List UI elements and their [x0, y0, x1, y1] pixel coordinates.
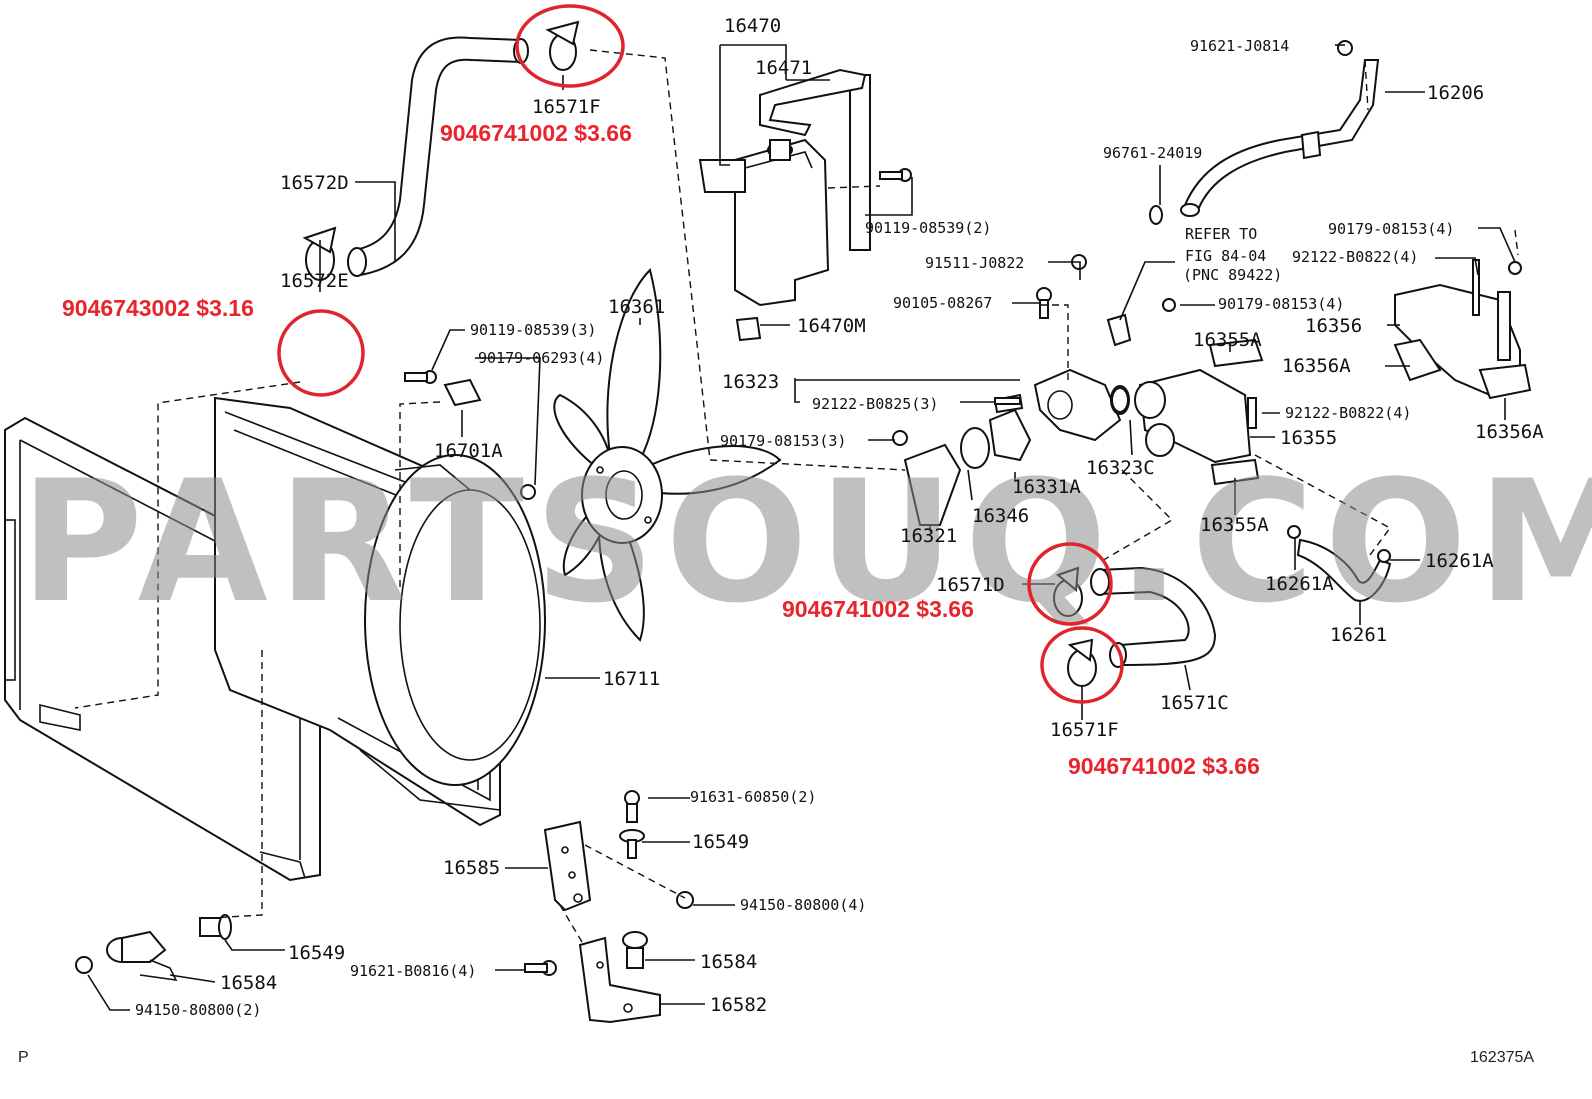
label-16323: 16323: [722, 371, 779, 393]
hose-end-bottom: [347, 247, 367, 277]
label-16549-bottom: 16549: [288, 942, 345, 964]
hose-clamp-top: [545, 20, 580, 71]
highlight-clamp-top: [515, 4, 625, 88]
label-refer-pnc: (PNC 89422): [1183, 266, 1282, 284]
dashed-lines: [74, 49, 1519, 943]
label-16261a-right: 16261A: [1425, 550, 1494, 572]
coolant-reservoir: [698, 68, 871, 342]
fan-shroud: [214, 396, 546, 827]
highlight-circles: [277, 4, 1124, 704]
label-16585: 16585: [443, 857, 500, 879]
label-16206: 16206: [1427, 82, 1484, 104]
label-16471: 16471: [755, 57, 812, 79]
lower-radiator-hose: [1053, 566, 1217, 687]
mount-cushion-16584-left: [106, 930, 178, 982]
water-inlet-housing: [1393, 259, 1532, 400]
label-90119-08539-2: 90119-08539(2): [865, 219, 991, 237]
label-16323c: 16323C: [1086, 457, 1155, 479]
water-bypass-pipe: [1149, 40, 1380, 225]
label-16321: 16321: [900, 525, 957, 547]
label-16356a-2: 16356A: [1475, 421, 1544, 443]
price-top[interactable]: 9046741002 $3.66: [440, 120, 632, 146]
label-90179-08153-3: 90179-08153(3): [720, 432, 846, 450]
label-16356a: 16356A: [1282, 355, 1351, 377]
label-16470m: 16470M: [797, 315, 866, 337]
label-refer-fig: FIG 84-04: [1185, 247, 1266, 265]
highlight-clamp-mid: [1027, 542, 1113, 626]
watermark-text: PARTSOUQ.COM: [20, 444, 1592, 640]
label-16701a: 16701A: [434, 440, 503, 462]
label-16571f-bottom: 16571F: [1050, 719, 1119, 741]
label-16356: 16356: [1305, 315, 1362, 337]
label-16584-left: 16584: [220, 972, 277, 994]
thermostat-group: [892, 368, 1130, 526]
mount-cushion-16584-right: [622, 931, 648, 969]
label-16261a-left: 16261A: [1265, 573, 1334, 595]
label-91621-b0816: 91621-B0816(4): [350, 962, 476, 980]
label-90179-08153-4-top: 90179-08153(4): [1328, 220, 1454, 238]
label-90105-08267: 90105-08267: [893, 294, 992, 312]
label-92122-b0822-top: 92122-B0822(4): [1292, 248, 1418, 266]
radiator-bracket-16582: [578, 936, 661, 1024]
label-90179-08153-4-mid: 90179-08153(4): [1218, 295, 1344, 313]
label-90119-08539-3: 90119-08539(3): [470, 321, 596, 339]
radiator-bracket-16585: [543, 820, 592, 912]
label-16331a: 16331A: [1012, 476, 1081, 498]
diagram-code: 162375A: [1470, 1049, 1534, 1066]
label-91511-j0822: 91511-J0822: [925, 254, 1024, 272]
label-16346: 16346: [972, 505, 1029, 527]
label-16572d: 16572D: [280, 172, 349, 194]
label-16582: 16582: [710, 994, 767, 1016]
label-92122-b0822-mid: 92122-B0822(4): [1285, 404, 1411, 422]
upper-radiator-hose: [353, 36, 524, 277]
label-90179-06293: 90179-06293(4): [478, 349, 604, 367]
fasteners: [75, 168, 1176, 976]
highlight-clamp-bottom: [1040, 626, 1124, 704]
label-refer-to: REFER TO: [1185, 225, 1257, 243]
label-16549-top: 16549: [692, 831, 749, 853]
washer-16549-top: [619, 829, 645, 859]
label-16261: 16261: [1330, 624, 1387, 646]
water-pump-body: [1106, 313, 1264, 486]
label-16584-right: 16584: [700, 951, 757, 973]
label-16571c: 16571C: [1160, 692, 1229, 714]
label-16355: 16355: [1280, 427, 1337, 449]
price-left[interactable]: 9046743002 $3.16: [62, 295, 254, 321]
label-91631-60850: 91631-60850(2): [690, 788, 816, 806]
label-16711: 16711: [603, 668, 660, 690]
price-annotations: 9046741002 $3.66 9046743002 $3.16 904674…: [62, 120, 1260, 779]
label-96761-24019: 96761-24019: [1103, 144, 1202, 162]
highlight-clamp-left: [277, 309, 365, 397]
drawing-layer: [4, 20, 1532, 1024]
label-16571d: 16571D: [936, 574, 1005, 596]
label-91621-j0814: 91621-J0814: [1190, 37, 1289, 55]
label-16470: 16470: [724, 15, 781, 37]
footer-mark: P: [18, 1049, 29, 1066]
leader-lines: [87, 44, 1516, 1011]
price-mid[interactable]: 9046741002 $3.66: [782, 596, 974, 622]
label-16355a-2: 16355A: [1200, 514, 1269, 536]
part-labels: 16470 16471 16470M 90119-08539(2) 91511-…: [135, 15, 1544, 1019]
label-94150-80800-2: 94150-80800(2): [135, 1001, 261, 1019]
label-16361: 16361: [608, 296, 665, 318]
label-94150-80800-4: 94150-80800(4): [740, 896, 866, 914]
label-92122-b0825: 92122-B0825(3): [812, 395, 938, 413]
cooling-fan: [553, 268, 782, 642]
label-16355a: 16355A: [1193, 329, 1262, 351]
label-16572e: 16572E: [280, 270, 349, 292]
label-16571f-top: 16571F: [532, 96, 601, 118]
small-hose: [1287, 525, 1392, 602]
price-bottom[interactable]: 9046741002 $3.66: [1068, 753, 1260, 779]
mount-pin-16549: [199, 914, 232, 940]
